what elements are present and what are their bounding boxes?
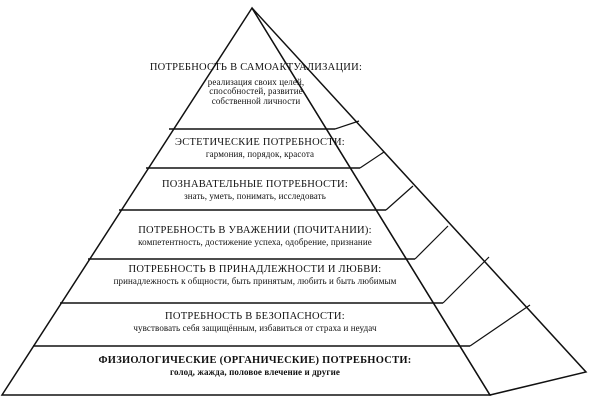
level-self-actualization: ПОТРЕБНОСТЬ В САМОАКТУАЛИЗАЦИИ: реализац… [148,62,364,107]
level-cognitive: ПОЗНАВАТЕЛЬНЫЕ ПОТРЕБНОСТИ: знать, уметь… [130,179,380,201]
divider-side-3 [385,185,414,211]
level-self-actualization-title: ПОТРЕБНОСТЬ В САМОАКТУАЛИЗАЦИИ: [149,62,363,73]
level-aesthetic-title: ЭСТЕТИЧЕСКИЕ ПОТРЕБНОСТИ: [175,137,345,148]
level-aesthetic-desc: гармония, порядок, красота [205,148,315,159]
level-cognitive-desc: знать, уметь, понимать, исследовать [184,190,326,201]
level-esteem-desc: компетентность, достижение успеха, одобр… [138,236,372,247]
level-safety-title: ПОТРЕБНОСТЬ В БЕЗОПАСНОСТИ: [165,311,345,322]
level-physiological-title: ФИЗИОЛОГИЧЕСКИЕ (ОРГАНИЧЕСКИЕ) ПОТРЕБНОС… [98,355,412,366]
divider-side-5 [442,256,490,304]
level-esteem: ПОТРЕБНОСТЬ В УВАЖЕНИИ (ПОЧИТАНИИ): комп… [110,225,400,247]
level-aesthetic: ЭСТЕТИЧЕСКИЕ ПОТРЕБНОСТИ: гармония, поря… [150,137,370,159]
divider-side-2 [359,151,385,169]
level-cognitive-title: ПОЗНАВАТЕЛЬНЫЕ ПОТРЕБНОСТИ: [161,179,349,190]
level-self-actualization-desc: реализация своих целей, способностей, ра… [207,76,305,107]
level-belonging-desc: принадлежность к общности, быть принятым… [113,275,397,286]
divider-side-4 [414,225,449,260]
pyramid-side-face [251,7,588,396]
divider-side-6 [469,304,531,347]
level-esteem-title: ПОТРЕБНОСТЬ В УВАЖЕНИИ (ПОЧИТАНИИ): [138,225,372,236]
level-belonging: ПОТРЕБНОСТЬ В ПРИНАДЛЕЖНОСТИ И ЛЮБВИ: пр… [80,264,430,286]
level-safety: ПОТРЕБНОСТЬ В БЕЗОПАСНОСТИ: чувствовать … [80,311,430,333]
level-physiological-desc: голод, жажда, половое влечение и другие [170,366,340,377]
level-physiological: ФИЗИОЛОГИЧЕСКИЕ (ОРГАНИЧЕСКИЕ) ПОТРЕБНОС… [70,355,440,377]
divider-side-1 [334,120,360,130]
level-belonging-title: ПОТРЕБНОСТЬ В ПРИНАДЛЕЖНОСТИ И ЛЮБВИ: [128,264,382,275]
level-safety-desc: чувствовать себя защищённым, избавиться … [133,322,377,333]
